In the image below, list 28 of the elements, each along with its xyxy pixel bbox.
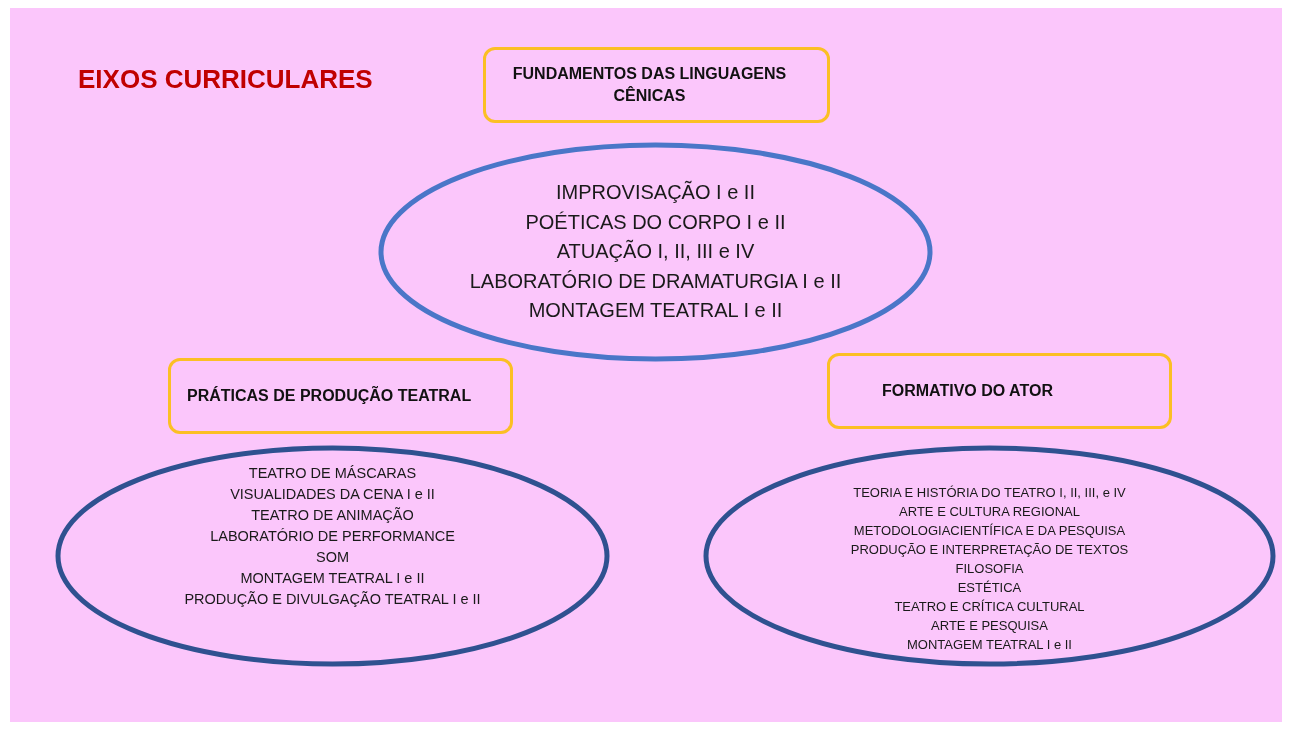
course-name: TEATRO DE ANIMAÇÃO <box>251 505 414 525</box>
course-name: ESTÉTICA <box>957 578 1022 597</box>
course-name: TEORIA E HISTÓRIA DO TEATRO I, II, III, e IV <box>853 483 1126 502</box>
axis-heading: FORMATIVO DO ATOR <box>882 381 1053 401</box>
heading-box <box>827 353 1172 429</box>
course-name: ARTE E PESQUISA <box>931 616 1048 635</box>
heading-box <box>483 47 830 123</box>
axis-heading: PRÁTICAS DE PRODUÇÃO TEATRAL <box>187 385 472 406</box>
course-name: ARTE E CULTURA REGIONAL <box>899 502 1080 521</box>
course-name: VISUALIDADES DA CENA I e II <box>230 484 435 504</box>
course-name: MONTAGEM TEATRAL I e II <box>528 298 783 324</box>
course-name: POÉTICAS DO CORPO I e II <box>525 209 786 235</box>
course-name: TEATRO DE MÁSCARAS <box>248 463 417 483</box>
course-name: ATUAÇÃO I, II, III e IV <box>556 238 755 265</box>
course-name: PRODUÇÃO E DIVULGAÇÃO TEATRAL I e II <box>184 589 481 609</box>
course-name: IMPROVISAÇÃO I e II <box>556 179 755 206</box>
course-name: MONTAGEM TEATRAL I e II <box>907 635 1072 654</box>
heading-box <box>168 358 513 434</box>
course-name: LABORATÓRIO DE DRAMATURGIA I e II <box>469 268 842 294</box>
course-name: SOM <box>316 547 349 567</box>
course-name: LABORATÓRIO DE PERFORMANCE <box>210 526 455 546</box>
axis-heading: FUNDAMENTOS DAS LINGUAGENS CÊNICAS <box>511 64 788 106</box>
diagram-title: EIXOS CURRICULARES <box>78 64 373 95</box>
course-name: PRODUÇÃO E INTERPRETAÇÃO DE TEXTOS <box>850 540 1129 559</box>
course-name: FILOSOFIA <box>955 559 1024 578</box>
course-name: METODOLOGIACIENTÍFICA E DA PESQUISA <box>853 521 1126 540</box>
course-name: MONTAGEM TEATRAL I e II <box>240 568 425 588</box>
course-name: TEATRO E CRÍTICA CULTURAL <box>894 597 1085 616</box>
